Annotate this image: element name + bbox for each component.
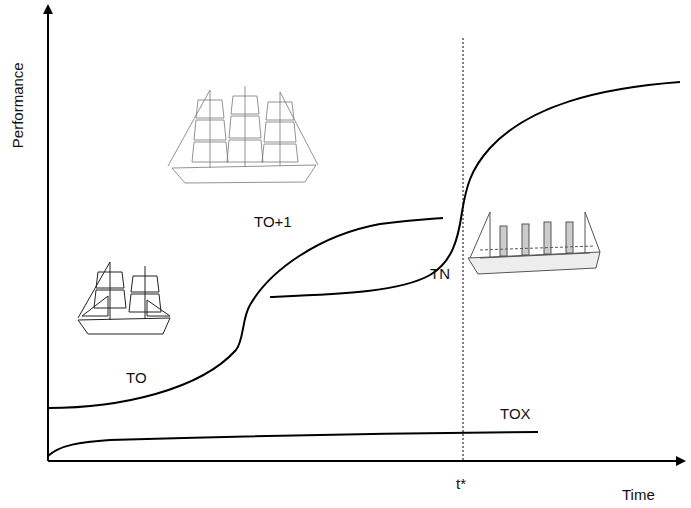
performance-curves [48,82,680,456]
curve-label: TO+1 [254,214,292,231]
time-marker-line [463,38,464,461]
three-masted-ship [168,86,318,183]
steamship [468,212,600,274]
axis-title: Time [622,487,655,504]
sailing-brig [78,262,170,334]
curve-label: TOX [500,406,531,423]
curve-label: TN [430,266,450,283]
curve-label: TO [126,370,147,387]
axis-title: Performance [10,62,27,148]
axis-tick-label: t* [456,476,466,493]
axes [48,6,684,461]
